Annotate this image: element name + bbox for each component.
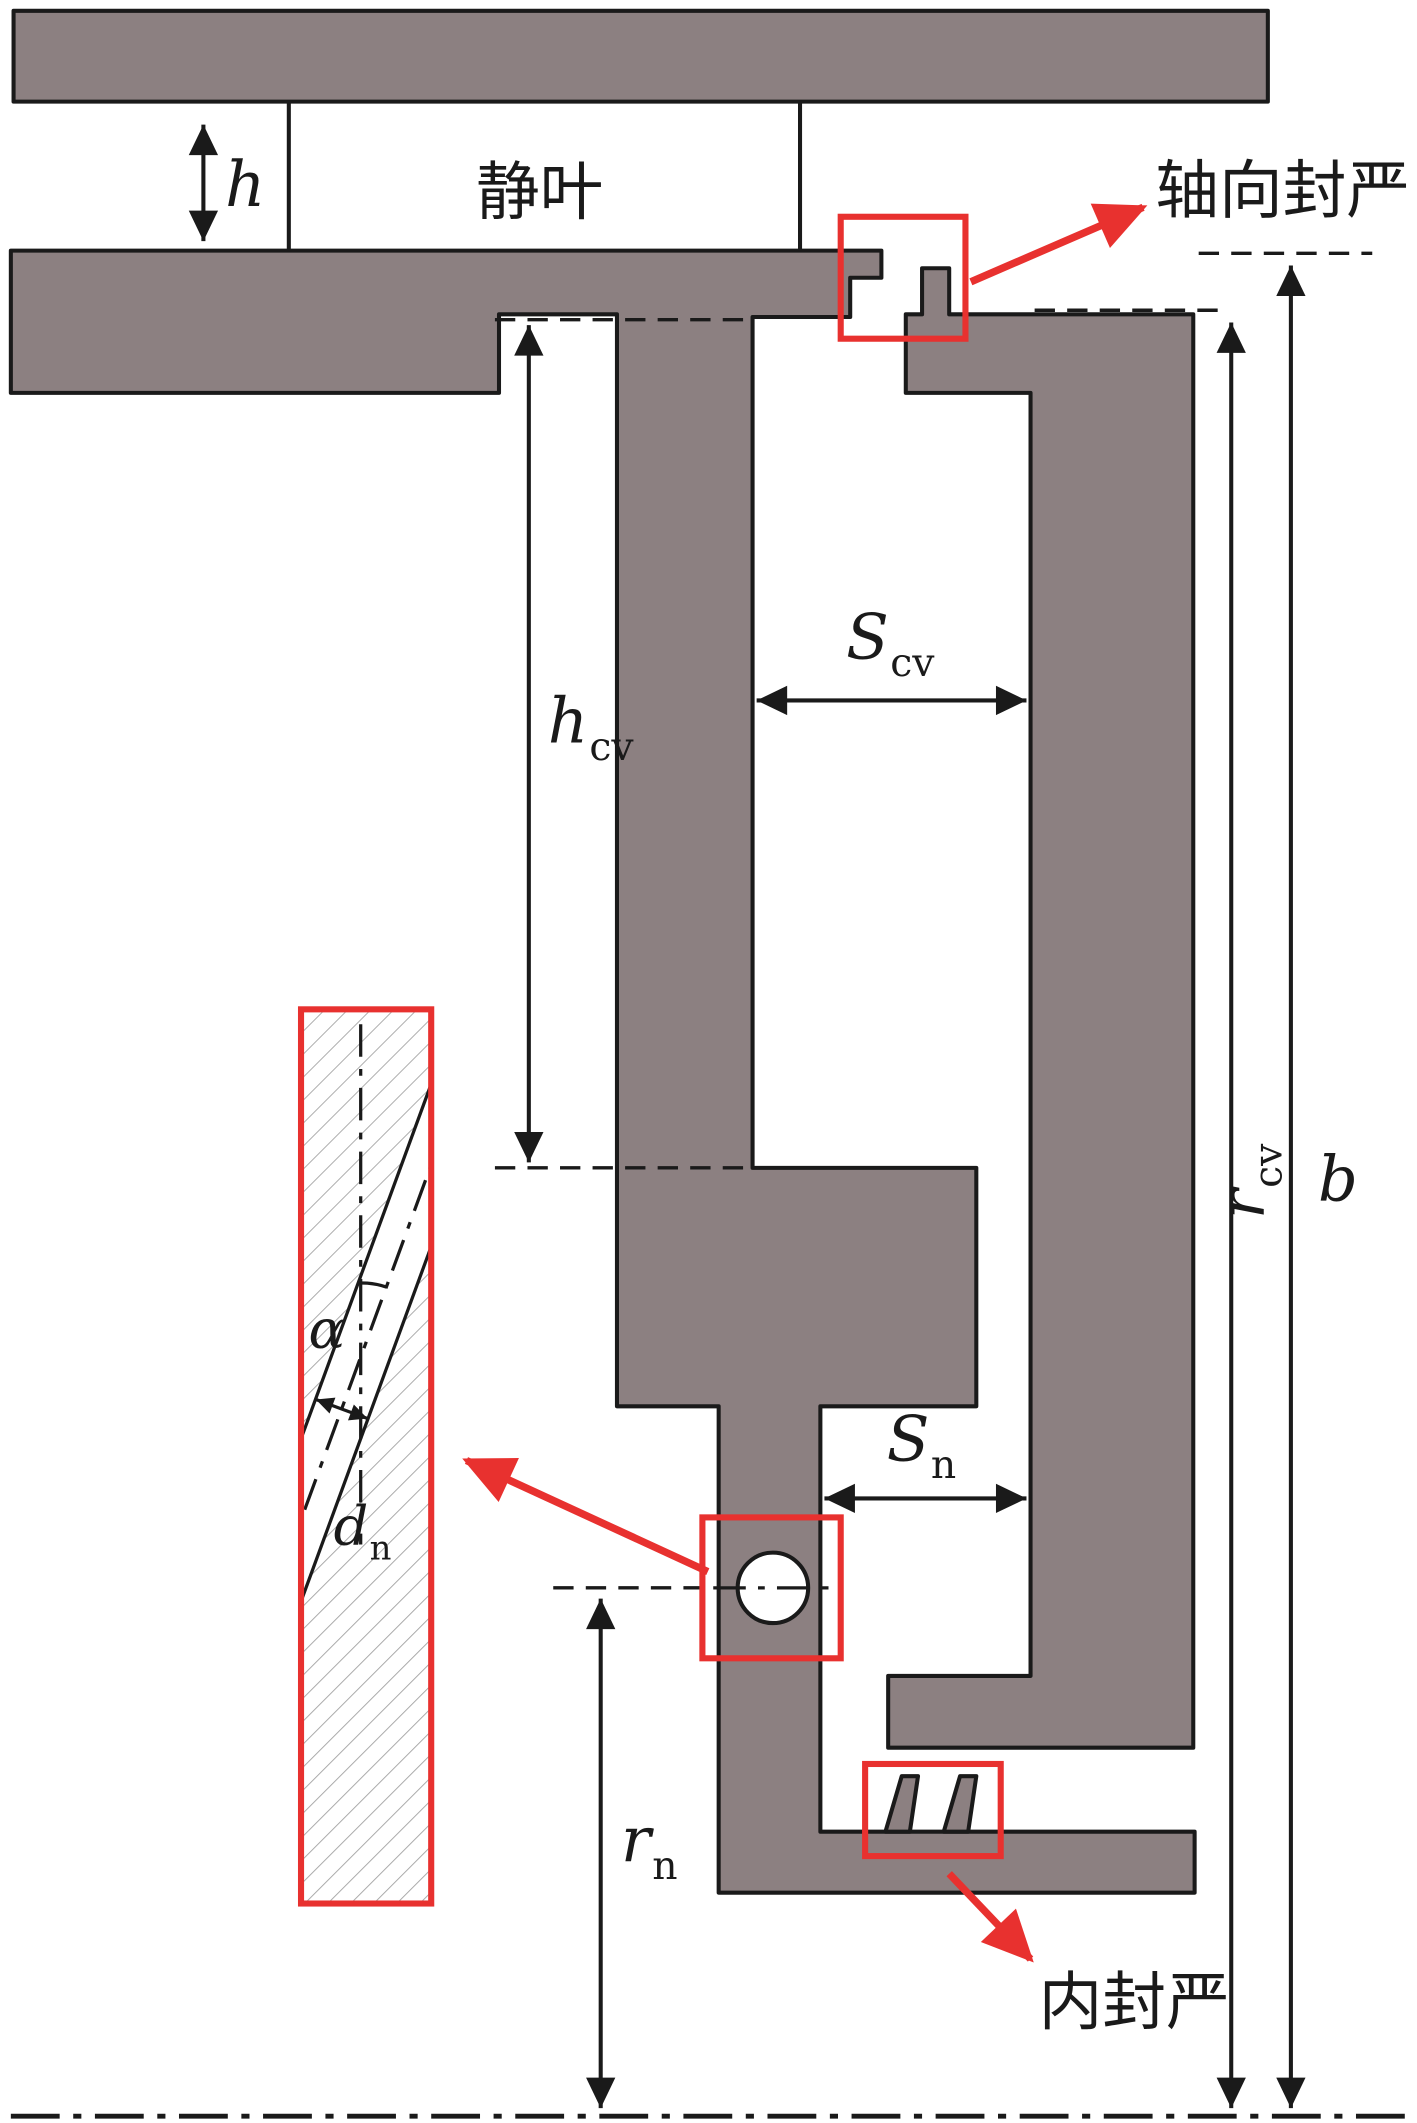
stator-platform-and-cavity-wall-section: [8, 248, 1197, 1895]
cavity-radius-base: r: [1206, 1186, 1279, 1219]
dim-label-outer-radius: b: [1318, 1142, 1358, 1215]
rotor-disc-section: [886, 266, 1196, 1750]
nozzle-radius-sub: n: [652, 1844, 677, 1889]
dim-label-cavity-height: hcv: [548, 684, 635, 770]
nozzle-gap-sub: n: [931, 1443, 956, 1488]
cavity-gap-base: S: [846, 600, 889, 673]
axial-seal-callout-arrow: [969, 203, 1148, 286]
dim-label-nozzle-radius: rn: [621, 1804, 677, 1890]
inner-seal-fin-1: [883, 1774, 921, 1834]
axial-seal-highlight-box: [837, 213, 969, 342]
outer-casing-section: [11, 8, 1270, 104]
inset-channel-axis: [303, 1167, 429, 1518]
inset-callout-arrow: [462, 1457, 710, 1575]
feed-hole-detail-inset: α dn: [297, 1006, 435, 1907]
nozzle-radius-base: r: [621, 1804, 654, 1877]
nozzle-gap-base: S: [887, 1403, 930, 1476]
hole-diameter-sub: n: [370, 1528, 392, 1567]
inset-channel-lower-edge: [303, 1249, 429, 1599]
dim-label-cavity-radius: rcv: [1206, 1143, 1292, 1219]
inner-seal-callout-arrow: [946, 1871, 1034, 1963]
inset-channel-upper-edge: [303, 1086, 429, 1437]
dim-label-hole-angle: α: [308, 1298, 345, 1361]
blade-height-base: h: [225, 148, 265, 221]
inset-angle-arc: [360, 1281, 387, 1289]
inner-seal-highlight-box: [862, 1760, 1004, 1860]
cavity-height-sub: cv: [589, 725, 634, 770]
feed-hole-highlight-box: [699, 1514, 844, 1662]
inset-highlight-border: [297, 1006, 435, 1907]
dim-arrow-hole-diameter: [315, 1397, 369, 1421]
inner-seal-fin-2: [941, 1774, 979, 1834]
dim-label-blade-height: h: [225, 148, 265, 221]
dim-label-hole-diameter: dn: [334, 1495, 392, 1568]
dim-label-nozzle-gap: Sn: [887, 1403, 956, 1489]
cavity-height-base: h: [548, 684, 588, 757]
cavity-radius-sub: cv: [1246, 1143, 1291, 1188]
label-stator-blade: 静叶: [476, 156, 603, 230]
label-axial-seal: 轴向封严: [1155, 155, 1410, 229]
dim-label-cavity-gap: Scv: [846, 600, 935, 686]
cavity-gap-sub: cv: [890, 641, 935, 686]
label-inner-seal: 内封严: [1039, 1966, 1230, 2040]
outer-radius-base: b: [1318, 1142, 1358, 1215]
hole-diameter-base: d: [334, 1495, 369, 1558]
